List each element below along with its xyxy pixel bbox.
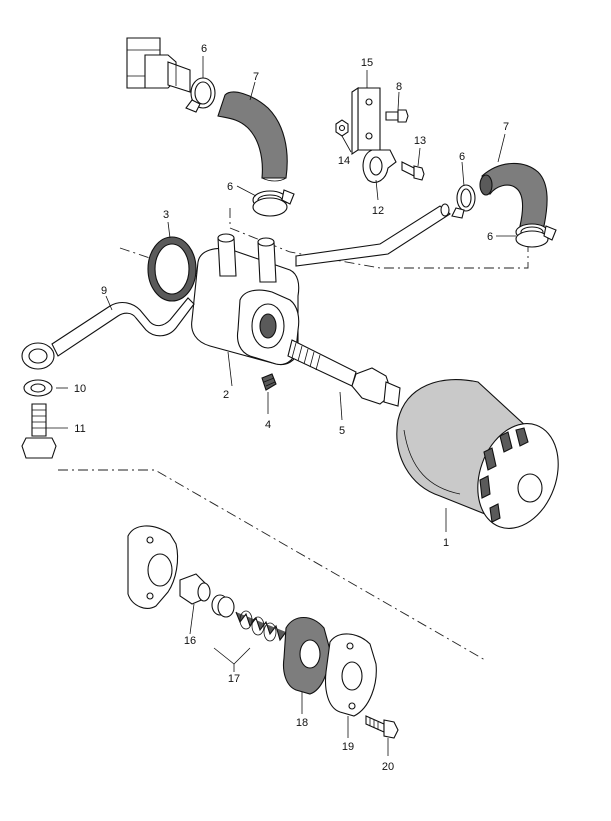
bracket-15	[351, 86, 381, 156]
coolant-pipe	[295, 203, 451, 267]
callout-11: 11	[74, 423, 85, 435]
callout-8: 8	[396, 81, 402, 93]
coolant-hose-7b	[479, 162, 548, 227]
callout-10: 10	[74, 383, 86, 395]
callout-17: 17	[228, 673, 240, 685]
bolt-13	[401, 161, 425, 181]
bleed-screw-4	[261, 373, 277, 391]
engine-fitting	[126, 37, 191, 93]
bolt-8	[385, 109, 409, 123]
callout-14: 14	[338, 155, 350, 167]
callout-1: 1	[443, 537, 449, 549]
callout-6b: 6	[227, 181, 233, 193]
callout-9: 9	[101, 285, 107, 297]
cover-plate-19	[324, 633, 377, 717]
oil-cooler-housing-2	[191, 233, 300, 366]
callout-6a: 6	[201, 43, 207, 55]
banjo-fitting	[21, 342, 55, 370]
threaded-stud-5	[287, 339, 401, 407]
oil-line-9	[51, 297, 195, 357]
hose-clamp-6b	[252, 189, 295, 217]
callout-2: 2	[223, 389, 229, 401]
gasket-3	[147, 236, 197, 302]
callout-16: 16	[184, 635, 196, 647]
valve-housing-plate	[127, 525, 179, 609]
callout-18: 18	[296, 717, 308, 729]
bolt-20	[365, 715, 399, 739]
oil-filter-1	[396, 379, 559, 529]
callout-19: 19	[342, 741, 354, 753]
leader-lines	[46, 56, 516, 756]
nut-14	[335, 119, 349, 137]
valve-piston-17	[211, 594, 235, 618]
callout-3: 3	[163, 209, 169, 221]
callout-6c: 6	[459, 151, 465, 163]
callout-6d: 6	[487, 231, 493, 243]
callout-7b: 7	[503, 121, 509, 133]
callout-4: 4	[265, 419, 271, 431]
callout-7a: 7	[253, 71, 259, 83]
valve-spring-17	[235, 610, 287, 642]
callout-13: 13	[414, 135, 426, 147]
callout-5: 5	[339, 425, 345, 437]
callout-15: 15	[361, 57, 373, 69]
callout-20: 20	[382, 761, 394, 773]
valve-plug-16	[179, 573, 211, 605]
coolant-hose-7a	[217, 91, 288, 182]
hose-clamp-6d	[515, 223, 557, 248]
callout-labels: 1 2 3 4 5 6 6 6 6 7 7 8 9 10 11 12 13 14…	[74, 43, 509, 773]
gasket-18	[282, 616, 331, 695]
callout-12: 12	[372, 205, 384, 217]
hose-clamp-6c	[451, 184, 476, 219]
washer-10	[23, 379, 53, 397]
hose-clamp-6a	[185, 77, 216, 113]
banjo-bolt-11	[21, 403, 57, 459]
clip-12	[362, 149, 397, 183]
